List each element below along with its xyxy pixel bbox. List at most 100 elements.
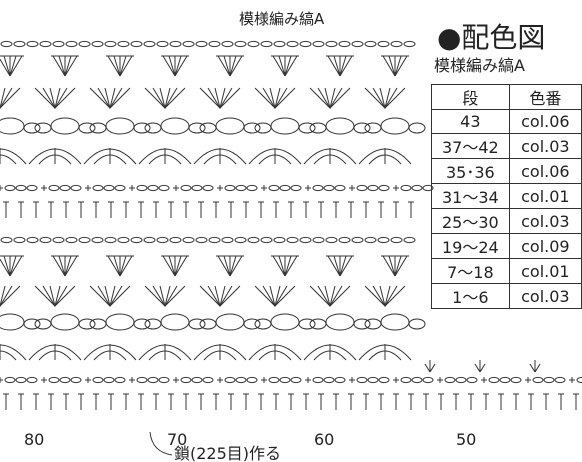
stitch-marker — [534, 363, 541, 373]
single-crochet — [114, 184, 126, 192]
color-chart-subtitle: 模様編み縞A — [434, 56, 525, 75]
picot-loop — [215, 117, 245, 135]
header-rows: 段 — [431, 84, 510, 110]
single-crochet — [48, 376, 60, 384]
picot-loop — [23, 318, 41, 330]
chain-stitch — [299, 236, 312, 244]
v-stitch-group — [159, 87, 171, 109]
single-crochet — [378, 376, 390, 384]
v-stitch-group — [207, 87, 233, 109]
single-crochet — [15, 184, 27, 192]
treble-fan — [9, 55, 23, 77]
single-crochet — [103, 376, 115, 384]
row-range: 25〜30 — [431, 208, 510, 234]
row-range: 31〜34 — [431, 183, 510, 209]
v-stitch-group — [254, 285, 296, 307]
single-crochet — [543, 376, 555, 384]
v-stitch-group — [0, 87, 6, 109]
chain-stitch — [195, 40, 208, 48]
picot-loop — [78, 318, 96, 330]
v-stitch-group — [97, 285, 123, 307]
v-stitch-group — [42, 285, 68, 307]
v-stitch-group — [89, 87, 131, 109]
treble-fan — [174, 255, 182, 277]
stitch-marker — [429, 363, 436, 373]
treble-fan — [52, 255, 66, 277]
chain-stitch — [65, 40, 78, 48]
v-stitch-group — [317, 87, 343, 109]
chain-stitch — [390, 40, 403, 48]
single-crochet — [400, 184, 412, 192]
single-crochet — [191, 376, 203, 384]
v-stitch-group — [0, 285, 21, 307]
single-crochet — [532, 376, 544, 384]
chain-stitch — [156, 236, 169, 244]
single-crochet — [4, 184, 16, 192]
single-crochet — [400, 376, 412, 384]
single-crochet — [114, 376, 126, 384]
single-crochet — [411, 376, 423, 384]
treble-fan — [339, 55, 353, 77]
single-crochet — [290, 376, 302, 384]
v-stitch-group — [42, 87, 68, 109]
single-crochet — [334, 376, 346, 384]
treble-fan — [0, 258, 11, 277]
chain-stitch — [13, 236, 26, 244]
v-stitch-group — [104, 285, 116, 307]
treble-fan — [382, 55, 396, 77]
treble-fan — [119, 255, 133, 277]
chain-stitch — [117, 40, 130, 48]
chain-stitch — [78, 40, 91, 48]
treble-fan — [333, 55, 341, 77]
chain-stitch — [52, 236, 65, 244]
treble-fan — [339, 255, 347, 277]
chain-stitch — [338, 40, 351, 48]
v-stitch-group — [269, 87, 281, 109]
picot-loop — [364, 122, 382, 134]
picot-loop — [188, 318, 206, 330]
chain-stitch — [403, 236, 416, 244]
picot-loop — [270, 313, 300, 331]
picot-loop — [50, 117, 80, 135]
chain-stitch — [117, 236, 130, 244]
treble-fan — [107, 255, 121, 277]
row-range: 37〜42 — [431, 133, 510, 159]
single-crochet — [334, 184, 346, 192]
picot-loop — [78, 122, 96, 134]
treble-fan — [229, 255, 243, 277]
chain-stitch — [260, 236, 273, 244]
chain-stitch — [364, 40, 377, 48]
single-crochet — [202, 376, 214, 384]
treble-fan — [229, 255, 237, 277]
chain-stitch — [208, 40, 221, 48]
single-crochet — [202, 184, 214, 192]
treble-fan — [382, 255, 396, 277]
treble-fan — [394, 255, 402, 277]
chain-stitch — [26, 40, 39, 48]
chain-stitch — [156, 40, 169, 48]
stitch-marker — [529, 363, 536, 373]
picot-loop — [0, 313, 25, 331]
single-crochet — [576, 376, 582, 384]
chain-stitch — [130, 40, 143, 48]
arch-stitch — [0, 154, 17, 165]
arch-stitch — [0, 344, 27, 361]
single-crochet — [158, 376, 170, 384]
single-crochet — [48, 184, 60, 192]
treble-fan — [272, 255, 286, 277]
chain-stitch — [221, 236, 234, 244]
chain-stitch — [351, 236, 364, 244]
treble-fan — [339, 55, 347, 77]
chain-stitch — [299, 40, 312, 48]
single-crochet — [499, 376, 511, 384]
picot-loop — [34, 122, 52, 134]
treble-fan — [272, 55, 286, 77]
chain-stitch — [247, 236, 260, 244]
chain-stitch — [195, 236, 208, 244]
row-color: col.01 — [508, 258, 582, 284]
picot-loop — [353, 122, 371, 134]
single-crochet — [147, 376, 159, 384]
